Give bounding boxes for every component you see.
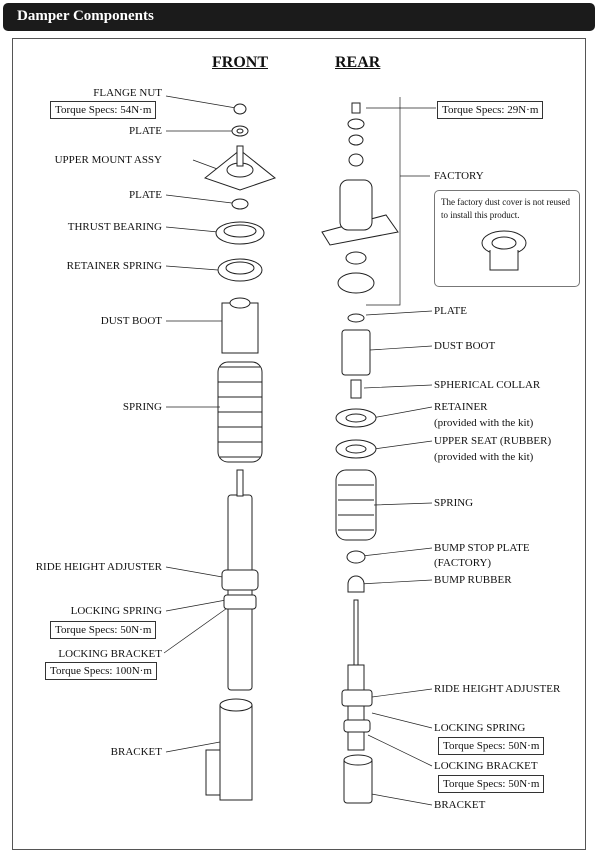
rear-parts	[321, 102, 527, 804]
spherical-collar	[350, 379, 362, 399]
dust-cover-illustration	[481, 230, 527, 271]
label-plate-front-1: PLATE	[129, 125, 162, 137]
label-bump-stop: BUMP STOP PLATE	[434, 542, 530, 554]
label-plate-rear: PLATE	[434, 305, 467, 317]
dust-boot	[221, 302, 259, 354]
ride-height-adjuster-rear	[341, 689, 373, 707]
diagram-frame	[12, 38, 586, 850]
torque-flange-nut: Torque Specs: 54N·m	[50, 101, 157, 119]
locking-bracket-front	[223, 594, 257, 610]
torque-locking-spring-front: Torque Specs: 50N·m	[50, 621, 157, 639]
label-ride-height-rear: RIDE HEIGHT ADJUSTER	[434, 683, 561, 695]
locking-bracket-rear	[343, 719, 371, 733]
flange-nut	[233, 103, 247, 115]
label-upper-seat-note: (provided with the kit)	[434, 451, 534, 463]
rear-shaft	[353, 599, 359, 666]
label-retainer-note: (provided with the kit)	[434, 417, 534, 429]
label-upper-mount: UPPER MOUNT ASSY	[54, 154, 162, 166]
spring-rear	[335, 469, 377, 541]
label-plate-front-2: PLATE	[129, 189, 162, 201]
label-thrust-bearing: THRUST BEARING	[67, 221, 162, 233]
label-bracket-front: BRACKET	[110, 746, 162, 758]
label-locking-spring-rear: LOCKING SPRING	[434, 722, 526, 734]
torque-locking-bracket-rear: Torque Specs: 50N·m	[438, 775, 545, 793]
label-retainer-spring: RETAINER SPRING	[66, 260, 162, 272]
label-bump-stop-note: (FACTORY)	[434, 557, 492, 569]
note-text: The factory dust cover is not reused to …	[441, 197, 570, 220]
label-flange-nut: FLANGE NUT	[93, 87, 162, 99]
plate-rear	[347, 313, 365, 323]
label-locking-bracket-front: LOCKING BRACKET	[58, 648, 162, 660]
dust-boot-rear	[341, 329, 371, 376]
label-dust-boot-front: DUST BOOT	[100, 315, 162, 327]
bump-stop-plate	[346, 550, 366, 564]
label-locking-bracket-rear: LOCKING BRACKET	[434, 760, 538, 772]
rear-damper-body	[347, 664, 365, 751]
label-dust-boot-rear: DUST BOOT	[434, 340, 496, 352]
leader-lines	[163, 95, 436, 806]
dust-cover-note: The factory dust cover is not reused to …	[434, 190, 580, 287]
label-spring-front: SPRING	[122, 401, 162, 413]
damper-body-front	[227, 494, 253, 691]
front-heading: FRONT	[212, 54, 268, 71]
section-header: Damper Components	[3, 3, 595, 31]
label-locking-spring-front: LOCKING SPRING	[70, 605, 162, 617]
plate-front-2	[231, 198, 249, 210]
label-upper-seat: UPPER SEAT (RUBBER)	[434, 435, 552, 447]
label-retainer-rear: RETAINER	[434, 401, 488, 413]
bump-rubber	[347, 575, 365, 593]
rear-heading: REAR	[335, 54, 381, 71]
label-ride-height-front: RIDE HEIGHT ADJUSTER	[35, 561, 162, 573]
label-spherical-collar: SPHERICAL COLLAR	[434, 379, 541, 391]
spring-front	[217, 361, 263, 463]
label-factory: FACTORY	[434, 170, 484, 182]
bracket-front	[219, 704, 253, 801]
front-parts	[203, 103, 277, 801]
ride-height-adjuster-front	[221, 569, 259, 591]
rear-nut	[351, 102, 361, 114]
label-spring-rear: SPRING	[434, 497, 474, 509]
label-bracket-rear: BRACKET	[434, 799, 486, 811]
torque-locking-bracket-front: Torque Specs: 100N·m	[45, 662, 157, 680]
torque-rear-nut: Torque Specs: 29N·m	[437, 101, 544, 119]
torque-locking-spring-rear: Torque Specs: 50N·m	[438, 737, 545, 755]
label-bump-rubber: BUMP RUBBER	[434, 574, 512, 586]
